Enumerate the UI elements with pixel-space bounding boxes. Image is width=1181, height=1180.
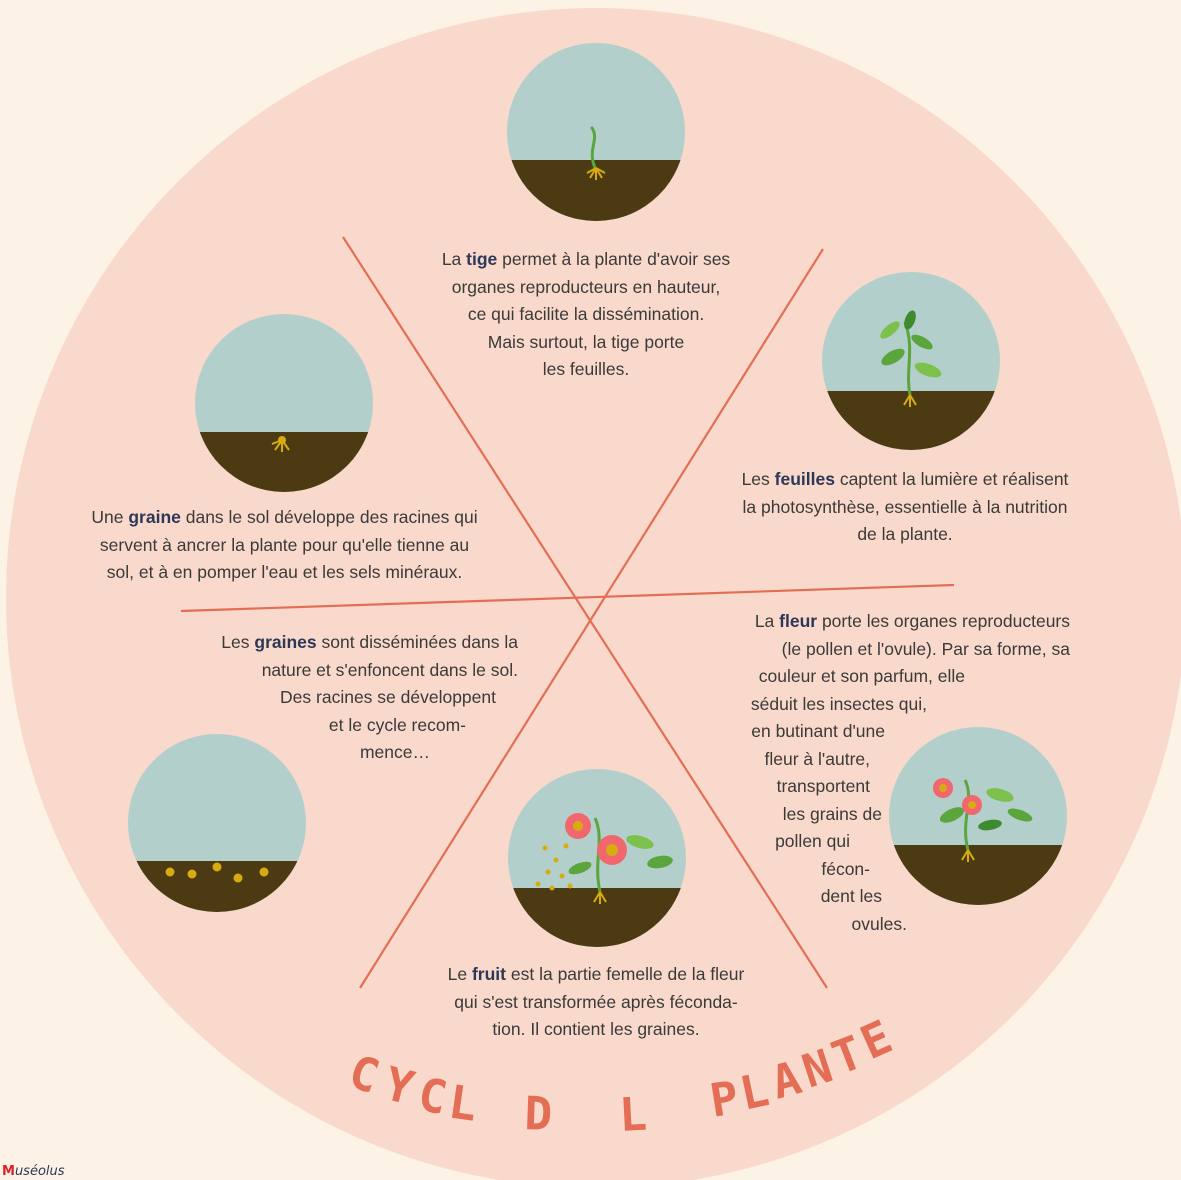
fleur-keyword: fleur [779,611,818,631]
fleur-text-line: en butinant d'une [751,721,885,741]
graines-keyword: graines [254,632,317,652]
tige-text-line: organes reproducteurs en hauteur, [451,276,721,297]
fruit-text-line: tion. Il contient les graines. [492,1019,700,1039]
fruit-text-line: qui s'est transformée après féconda- [454,991,738,1012]
fleur-text-line: pollen qui [775,831,850,851]
divider-lines [180,236,955,989]
tige-text-line: La tige permet à la plante d'avoir ses [441,249,731,269]
fleur-text-line: ovules. [851,913,907,934]
feuilles-text-line: de la plante. [857,524,953,544]
fleur-text-line: couleur et son parfum, elle [758,666,965,686]
title-arc: C Y C L D L P L A N T E [343,1009,900,1142]
fleur-text-line: séduit les insectes qui, [750,693,927,714]
tige-keyword: tige [466,249,498,269]
feuilles-illustration [822,272,1000,450]
graine-text-line: sol, et à en pomper l'eau et les sels mi… [106,562,463,582]
graine-illustration [195,314,373,492]
fleur-description: La fleur porte les organes reproducteurs… [680,608,1070,938]
feuilles-keyword: feuilles [774,469,835,489]
tige-text-line: les feuilles. [542,359,630,379]
title-letter: L [618,1087,648,1142]
graine-keyword: graine [128,507,181,527]
tige-text-line: Mais surtout, la tige porte [487,331,685,352]
feuilles-description: Les feuilles captent la lumière et réali… [703,466,1107,549]
fruit-keyword: fruit [471,964,507,984]
graines-illustration [128,734,306,912]
fleur-text-line: dent les [820,886,882,906]
museolus-logo: Muséolus [2,1164,65,1179]
graine-text-line: servent à ancrer la plante pour qu'elle … [99,534,470,555]
tige-description: La tige permet à la plante d'avoir ses or… [406,246,766,384]
fleur-text-line: les grains de [782,803,882,824]
feuilles-text-line: Les feuilles captent la lumière et réali… [741,469,1069,489]
graine-text-line: Une graine dans le sol développe des rac… [91,507,478,527]
fleur-text-line: (le pollen et l'ovule). Par sa forme, sa [781,638,1070,659]
graines-text-line: Des racines se développent [280,687,496,707]
fleur-text-line: fécon- [821,858,870,879]
fleur-text-line: transportent [776,776,870,796]
fleur-illustration [889,727,1067,905]
graines-text-line: et le cycle recom- [328,714,466,735]
fruit-description: Le fruit est la partie femelle de la fle… [406,961,786,1044]
title-letter: D [524,1086,554,1141]
graines-text-line: mence… [359,742,430,762]
fruit-text-line: Le fruit est la partie femelle de la fle… [447,964,745,984]
tige-text-line: ce qui facilite la dissémination. [467,304,705,324]
fleur-text-line: La fleur porte les organes reproducteurs [754,611,1070,631]
graine-description: Une graine dans le sol développe des rac… [52,504,517,587]
fruit-illustration [508,769,686,947]
fleur-text-line: fleur à l'autre, [764,748,870,769]
graines-text-line: Les graines sont disséminées dans la [221,632,518,652]
graines-description: Les graines sont disséminées dans la natu… [150,629,518,767]
feuilles-text-line: la photosynthèse, essentielle à la nutri… [742,496,1068,517]
graines-text-line: nature et s'enfoncent dans le sol. [261,659,518,680]
